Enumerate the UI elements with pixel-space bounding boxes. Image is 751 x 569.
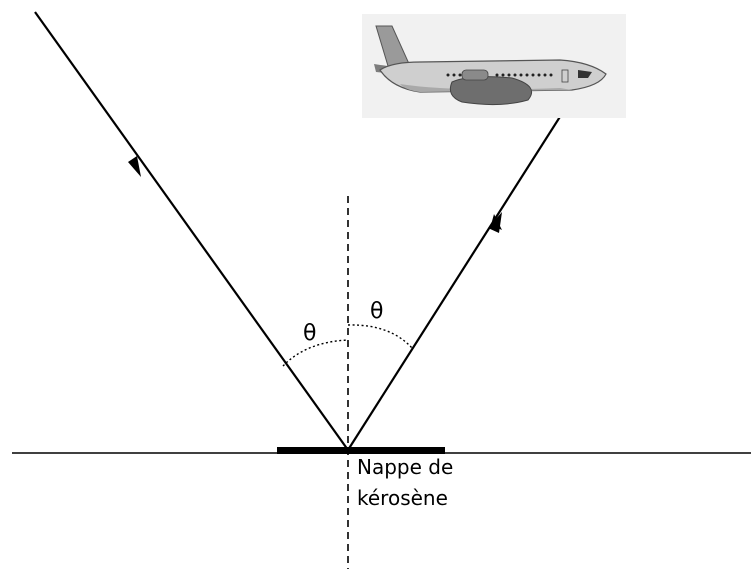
kerosene-slick [277,447,445,454]
angle-arc-right [347,324,413,349]
slick-label-line2: kérosène [357,486,448,510]
angle-arc-left [282,339,349,367]
incident-ray [34,11,349,451]
slick-label-line1: Nappe de [357,455,453,479]
airplane-icon [362,14,626,118]
reflected-ray [347,78,585,451]
theta-label-left: θ [303,321,316,346]
incident-arrowhead [128,156,141,177]
theta-label-right: θ [370,299,383,324]
